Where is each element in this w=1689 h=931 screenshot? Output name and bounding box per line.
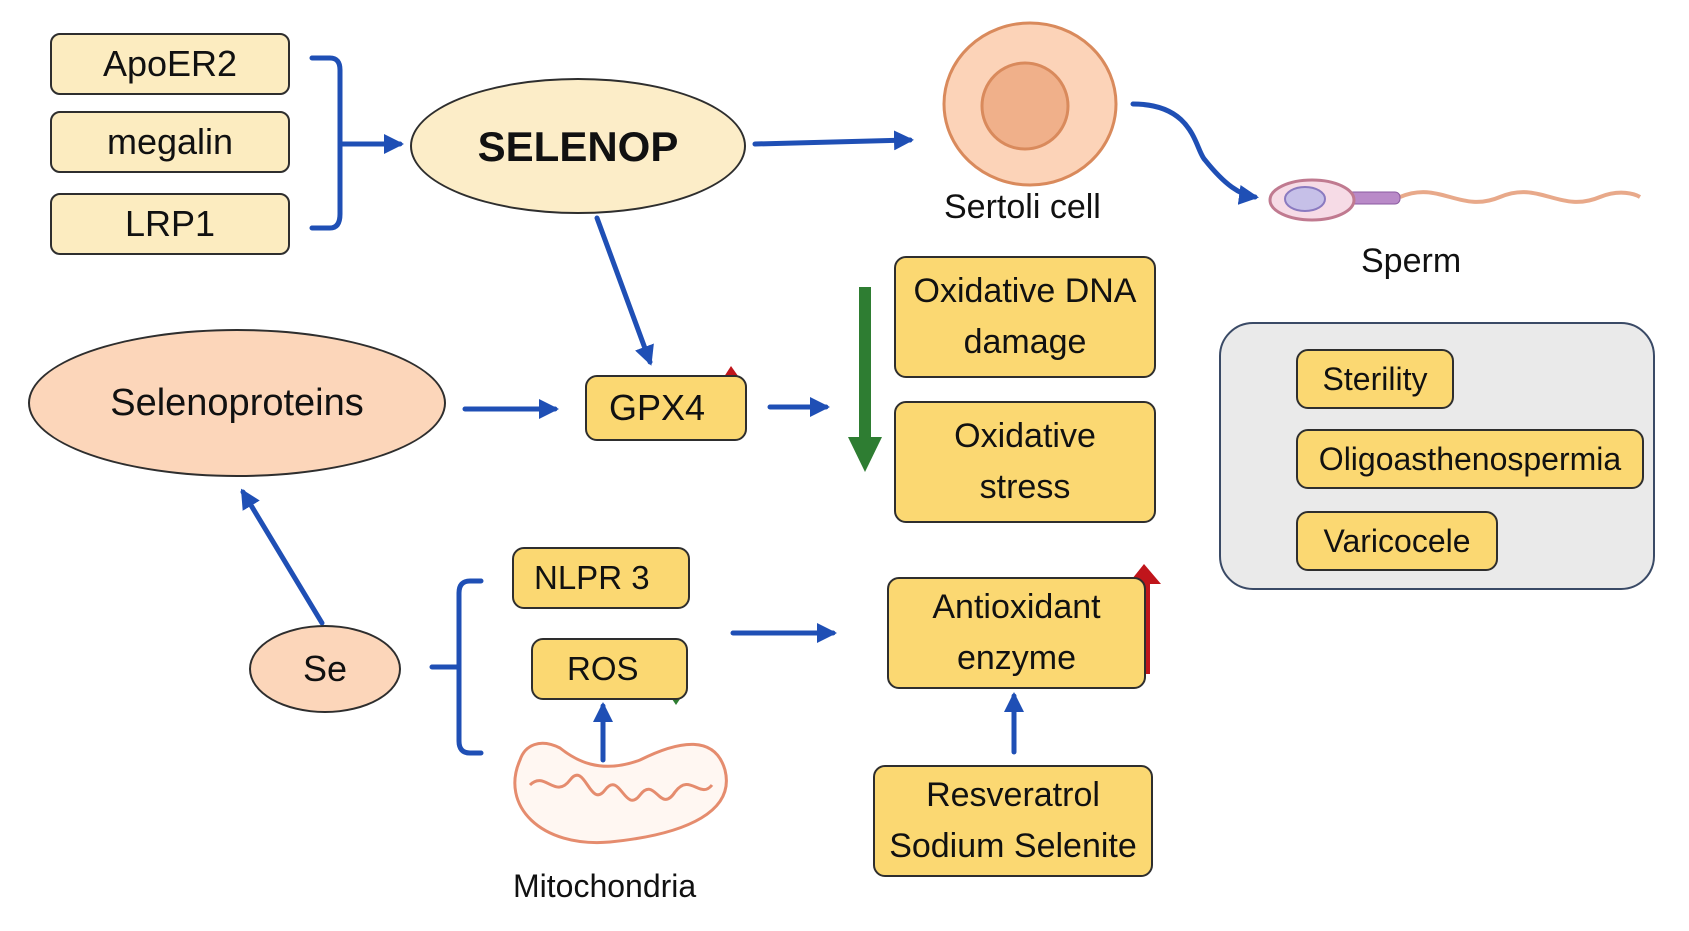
arrow-selenop-to-sertoli (752, 130, 914, 151)
arrow-selenop-to-gpx4 (594, 215, 654, 366)
receptor-apoer2: ApoER2 (50, 33, 290, 95)
selenop-node: SELENOP (410, 78, 746, 214)
sperm-label: Sperm (1361, 242, 1462, 280)
oxidative-stress-node: Oxidative stress (894, 401, 1156, 523)
treatments-node: Resveratrol Sodium Selenite (873, 765, 1153, 877)
antioxidant-enzyme-line-1: Antioxidant (932, 588, 1101, 626)
treatment-sodium-selenite: Sodium Selenite (889, 827, 1137, 865)
outcome-oligoasthenospermia: Oligoasthenospermia (1296, 429, 1644, 489)
arrow-sertoli-to-sperm (1130, 101, 1259, 205)
receptor-bracket (309, 55, 400, 231)
outcome-varicocele: Varicocele (1296, 511, 1498, 571)
se-bracket (429, 578, 484, 756)
selenoproteins-node: Selenoproteins (28, 329, 446, 477)
gpx4-node: GPX4 (585, 375, 747, 441)
arrow-se-to-selenoproteins (240, 488, 325, 626)
nlpr3-node: NLPR 3 (512, 547, 690, 609)
sertoli-cell-label: Sertoli cell (944, 188, 1101, 226)
oxidative-dna-damage-line-2: damage (963, 323, 1087, 361)
down-arrow-oxidative (848, 287, 882, 472)
oxidative-stress-line-2: stress (979, 468, 1071, 506)
receptor-lrp1: LRP1 (50, 193, 290, 255)
sertoli-cell-icon (942, 21, 1118, 187)
antioxidant-enzyme-node: Antioxidant enzyme (887, 577, 1146, 689)
treatment-resveratrol: Resveratrol (926, 776, 1100, 814)
oxidative-stress-line-1: Oxidative (954, 417, 1096, 455)
mitochondria-icon (513, 741, 728, 845)
ros-node: ROS (531, 638, 688, 700)
oxidative-dna-damage-node: Oxidative DNA damage (894, 256, 1156, 378)
outcome-sterility: Sterility (1296, 349, 1454, 409)
se-node: Se (249, 625, 401, 713)
oxidative-dna-damage-line-1: Oxidative DNA (913, 272, 1137, 310)
sperm-icon (1268, 178, 1642, 222)
antioxidant-enzyme-line-2: enzyme (956, 639, 1077, 677)
receptor-megalin: megalin (50, 111, 290, 173)
mitochondria-label: Mitochondria (513, 868, 697, 904)
